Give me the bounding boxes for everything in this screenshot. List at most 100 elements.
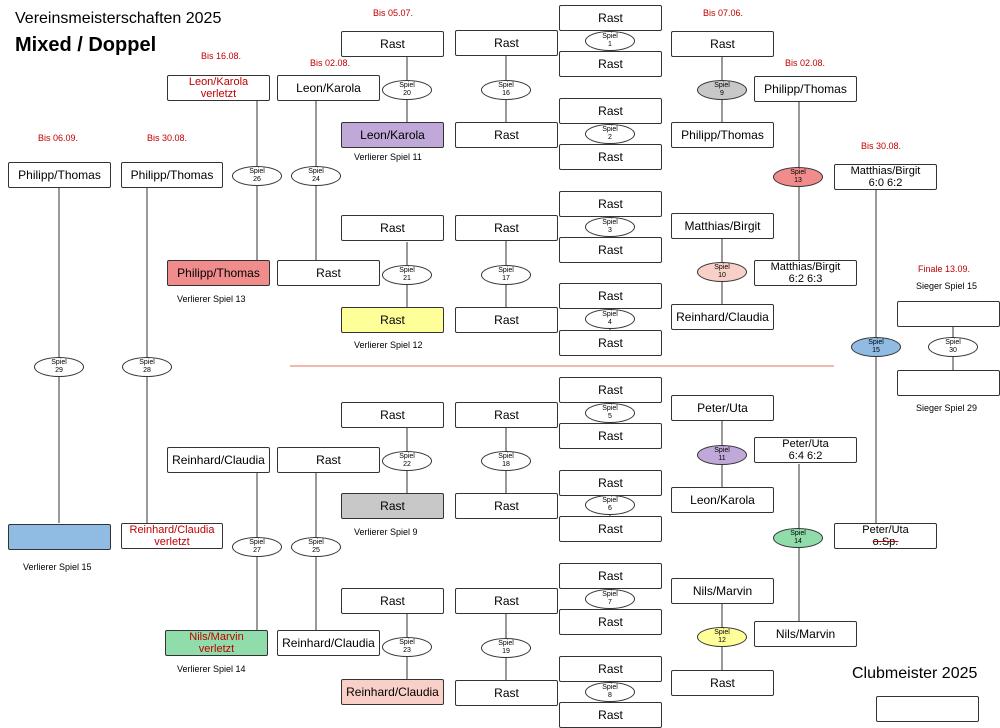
r1-box-11: Rast <box>559 470 662 496</box>
deadline-spiel26: Bis 16.08. <box>200 51 242 61</box>
l4-box-2: Philipp/Thomas <box>167 260 270 286</box>
l1-box-3: Rast <box>455 215 558 241</box>
l3-box-2: Rast <box>277 260 380 286</box>
l2-box-6: Rast <box>341 493 444 519</box>
label-sieger-29: Sieger Spiel 29 <box>916 403 978 413</box>
r3-box-4: Nils/Marvin <box>754 621 857 647</box>
r1-box-13: Rast <box>559 563 662 589</box>
l1-box-7: Rast <box>455 588 558 614</box>
l2-box-3: Rast <box>341 215 444 241</box>
r1-box-14: Rast <box>559 609 662 635</box>
label-verlierer-9: Verlierer Spiel 9 <box>354 527 418 537</box>
l3-box-3: Rast <box>277 447 380 473</box>
r2-box-7: Nils/Marvin <box>671 578 774 604</box>
r1-box-5: Rast <box>559 191 662 217</box>
r2-box-5: Peter/Uta <box>671 395 774 421</box>
deadline-spiel28: Bis 30.08. <box>146 133 188 143</box>
clubmeister-label: Clubmeister 2025 <box>852 665 978 682</box>
l2-box-8: Reinhard/Claudia <box>341 679 444 705</box>
r1-box-2: Rast <box>559 51 662 77</box>
final-box-1 <box>897 301 1000 327</box>
r2-box-8: Rast <box>671 670 774 696</box>
l1-box-8: Rast <box>455 680 558 706</box>
l1-box-5: Rast <box>455 402 558 428</box>
label-verlierer-14: Verlierer Spiel 14 <box>177 664 246 674</box>
deadline-final: Finale 13.09. <box>917 264 971 274</box>
r1-box-9: Rast <box>559 377 662 403</box>
l2-box-7: Rast <box>341 588 444 614</box>
l2-box-4: Rast <box>341 307 444 333</box>
r1-box-4: Rast <box>559 144 662 170</box>
r2-box-4: Reinhard/Claudia <box>671 304 774 330</box>
l1-box-6: Rast <box>455 493 558 519</box>
r1-box-8: Rast <box>559 330 662 356</box>
r1-box-12: Rast <box>559 516 662 542</box>
deadline-spiel29: Bis 06.09. <box>37 133 79 143</box>
label-verlierer-15: Verlierer Spiel 15 <box>23 562 92 572</box>
deadline-round2: Bis 07.06. <box>702 8 744 18</box>
r3-box-1: Philipp/Thomas <box>754 76 857 102</box>
deadline-spiel13: Bis 02.08. <box>784 58 826 68</box>
label-sieger-15: Sieger Spiel 15 <box>916 281 978 291</box>
l1-box-2: Rast <box>455 122 558 148</box>
r1-box-15: Rast <box>559 656 662 682</box>
r1-box-16: Rast <box>559 702 662 728</box>
label-verlierer-13: Verlierer Spiel 13 <box>177 294 246 304</box>
r2-box-1: Rast <box>671 31 774 57</box>
l5-box-1: Philipp/Thomas <box>121 162 223 188</box>
final-box-2 <box>897 370 1000 396</box>
l3-box-1: Leon/Karola <box>277 75 380 101</box>
r1-box-3: Rast <box>559 98 662 124</box>
l6-box-2 <box>8 524 111 550</box>
page-subtitle: Mixed / Doppel <box>15 34 157 56</box>
l6-box-1: Philipp/Thomas <box>8 162 111 188</box>
l3-box-4: Reinhard/Claudia <box>277 630 380 656</box>
label-verlierer-11: Verlierer Spiel 11 <box>354 152 422 162</box>
r2-box-3: Matthias/Birgit <box>671 213 774 239</box>
champion-box <box>876 696 979 722</box>
r2-box-6: Leon/Karola <box>671 487 774 513</box>
l2-box-1: Rast <box>341 31 444 57</box>
l2-box-2: Leon/Karola <box>341 122 444 148</box>
r1-box-6: Rast <box>559 237 662 263</box>
page-title: Vereinsmeisterschaften 2025 <box>15 10 222 27</box>
l2-box-5: Rast <box>341 402 444 428</box>
l1-box-1: Rast <box>455 30 558 56</box>
deadline-spiel24: Bis 02.08. <box>309 58 351 68</box>
r2-box-2: Philipp/Thomas <box>671 122 774 148</box>
r1-box-1: Rast <box>559 5 662 31</box>
l4-box-3: Reinhard/Claudia <box>167 447 270 473</box>
